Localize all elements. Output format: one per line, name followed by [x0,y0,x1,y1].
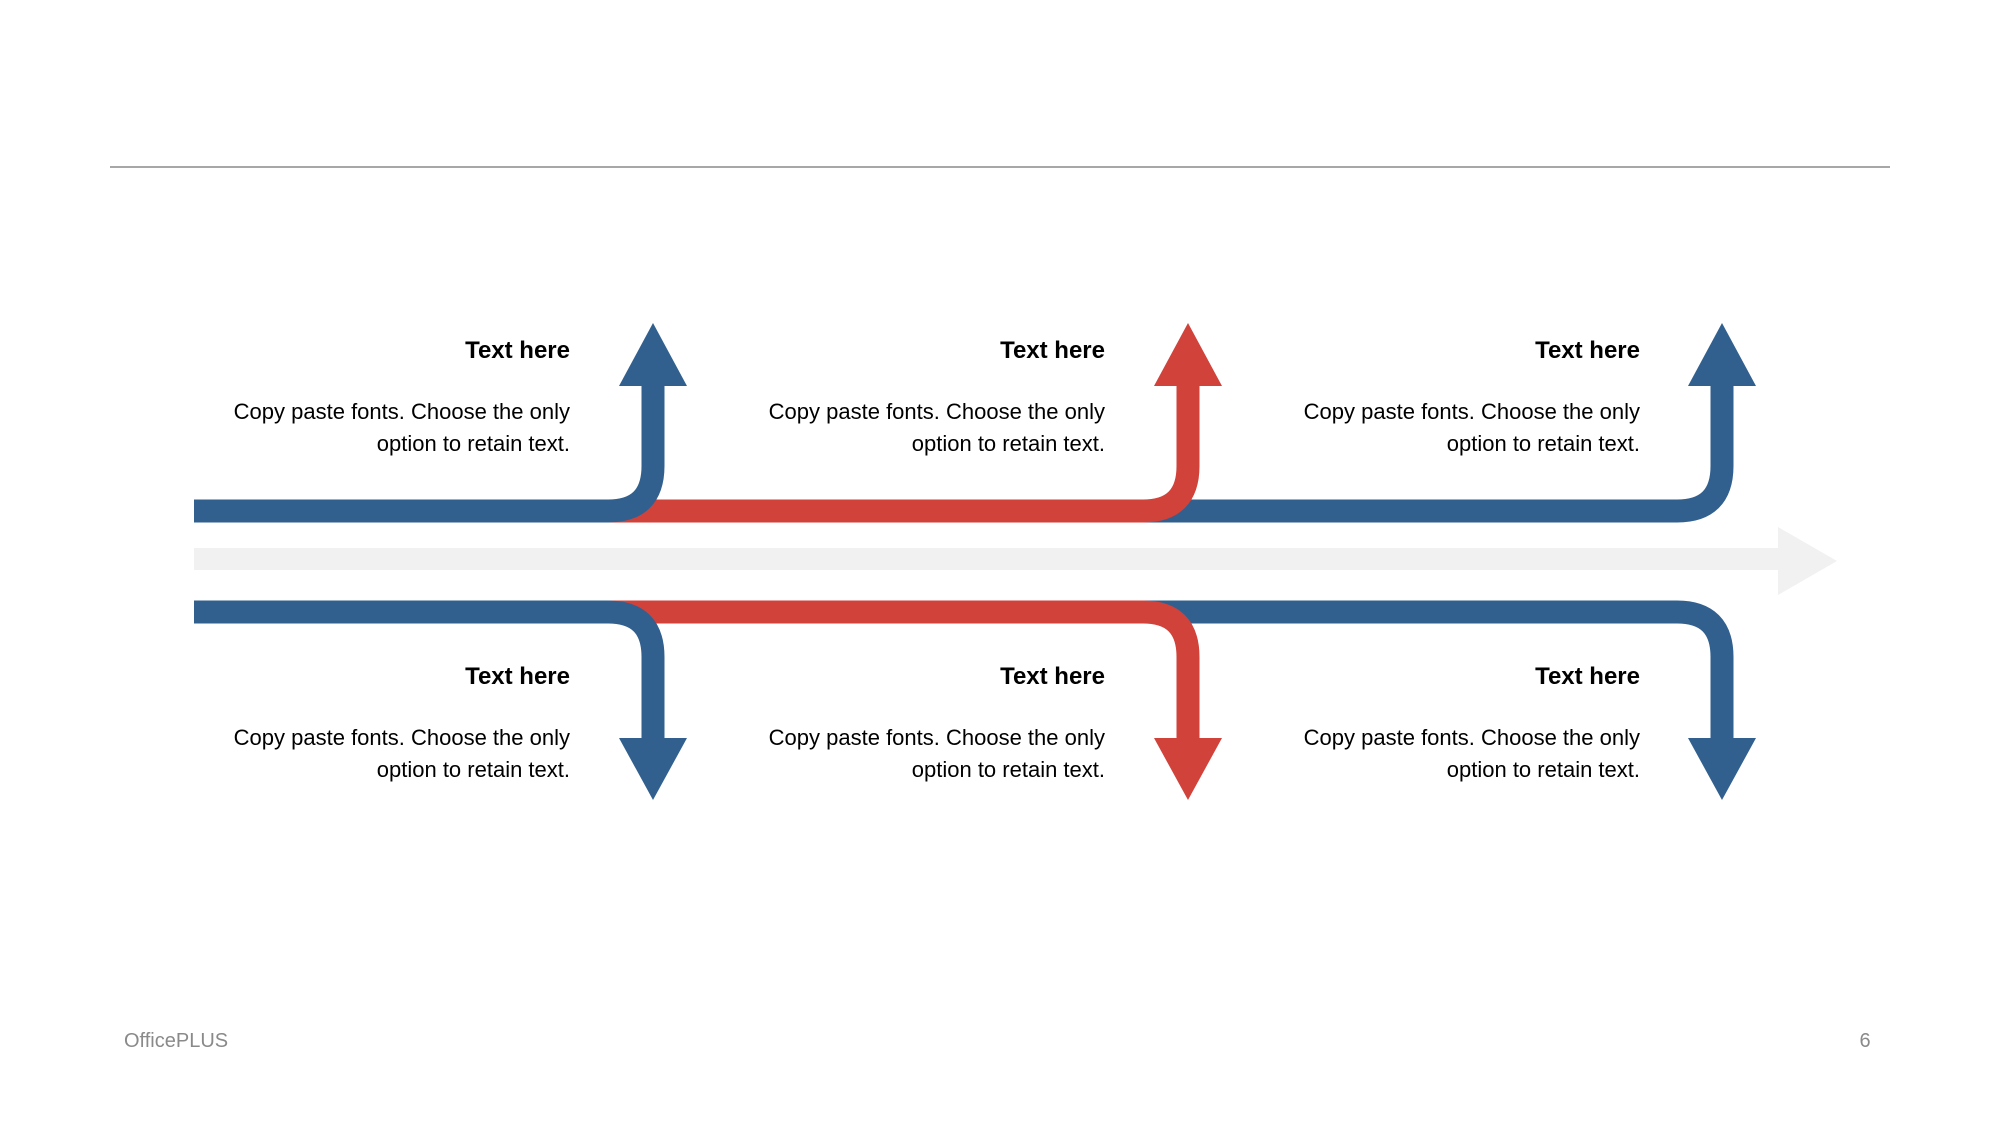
block-body-line1: Copy paste fonts. Choose the only [768,399,1105,424]
branch-bottom-2-red-down-arrow-icon [608,600,1222,800]
block-body-line2: option to retain text. [911,431,1105,456]
timeline-right-arrow-icon [194,527,1837,595]
branch-bottom-1-blue-down-arrow-icon [194,600,687,800]
block-title: Text here [465,663,570,690]
text-block-top-1: Text here Copy paste fonts. Choose the o… [50,336,570,460]
block-body: Copy paste fonts. Choose the only option… [1120,722,1640,786]
block-body-line1: Copy paste fonts. Choose the only [768,725,1105,750]
block-title: Text here [1535,337,1640,364]
branch-top-3-blue-up-arrow-icon [1143,323,1756,523]
block-title: Text here [1000,663,1105,690]
text-block-bottom-3: Text here Copy paste fonts. Choose the o… [1120,662,1640,786]
block-body: Copy paste fonts. Choose the only option… [585,396,1105,460]
block-body-line1: Copy paste fonts. Choose the only [233,725,570,750]
block-body: Copy paste fonts. Choose the only option… [585,722,1105,786]
text-block-bottom-2: Text here Copy paste fonts. Choose the o… [585,662,1105,786]
block-body-line1: Copy paste fonts. Choose the only [233,399,570,424]
block-body: Copy paste fonts. Choose the only option… [50,722,570,786]
block-body-line2: option to retain text. [376,757,570,782]
block-title: Text here [1000,337,1105,364]
block-body: Copy paste fonts. Choose the only option… [50,396,570,460]
page-number: 6 [1859,1030,1871,1052]
text-block-top-3: Text here Copy paste fonts. Choose the o… [1120,336,1640,460]
block-title: Text here [465,337,570,364]
block-title: Text here [1535,663,1640,690]
block-body-line2: option to retain text. [911,757,1105,782]
block-body: Copy paste fonts. Choose the only option… [1120,396,1640,460]
footer-brand: OfficePLUS [124,1030,229,1052]
header-divider-line [110,166,1890,168]
text-block-bottom-1: Text here Copy paste fonts. Choose the o… [50,662,570,786]
block-body-line1: Copy paste fonts. Choose the only [1303,399,1640,424]
branch-top-1-blue-up-arrow-icon [194,323,687,523]
block-body-line2: option to retain text. [1446,757,1640,782]
text-block-top-2: Text here Copy paste fonts. Choose the o… [585,336,1105,460]
branch-top-2-red-up-arrow-icon [608,323,1222,523]
block-body-line2: option to retain text. [376,431,570,456]
branch-bottom-3-blue-down-arrow-icon [1143,600,1756,800]
block-body-line2: option to retain text. [1446,431,1640,456]
block-body-line1: Copy paste fonts. Choose the only [1303,725,1640,750]
